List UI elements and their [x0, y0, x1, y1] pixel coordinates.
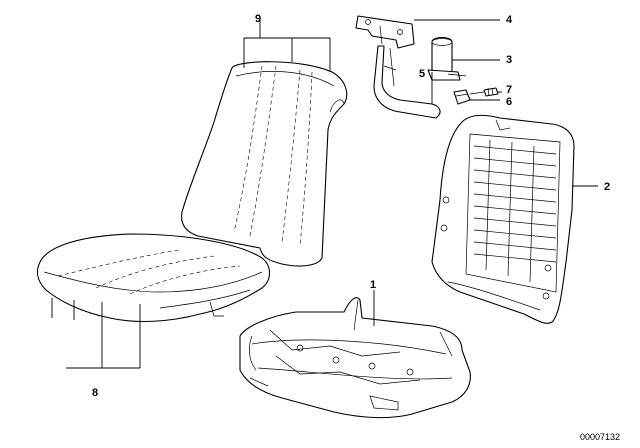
connector-part[interactable] [453, 89, 471, 105]
document-id: 00007132 [580, 432, 620, 442]
callout-4: 4 [506, 14, 513, 26]
screw-part[interactable] [469, 87, 499, 97]
callout-labels: 9 4 3 5 7 6 2 1 8 [92, 13, 610, 399]
mounting-bracket-part[interactable] [355, 15, 415, 49]
backrest-frame-part[interactable] [431, 114, 575, 324]
adjuster-rod-part[interactable] [373, 45, 441, 119]
callout-5: 5 [419, 68, 425, 80]
backrest-cover-part[interactable] [181, 61, 348, 267]
motor-part[interactable] [427, 36, 467, 81]
seat-base-frame-part[interactable] [239, 297, 471, 419]
callout-3: 3 [506, 54, 512, 66]
leader-lines [51, 18, 598, 369]
callout-7: 7 [506, 84, 512, 96]
callout-6: 6 [506, 96, 512, 108]
callout-1: 1 [370, 279, 376, 291]
callout-9: 9 [255, 13, 261, 25]
callout-8: 8 [92, 387, 98, 399]
callout-2: 2 [604, 181, 610, 193]
seat-cushion-part[interactable] [36, 233, 271, 323]
